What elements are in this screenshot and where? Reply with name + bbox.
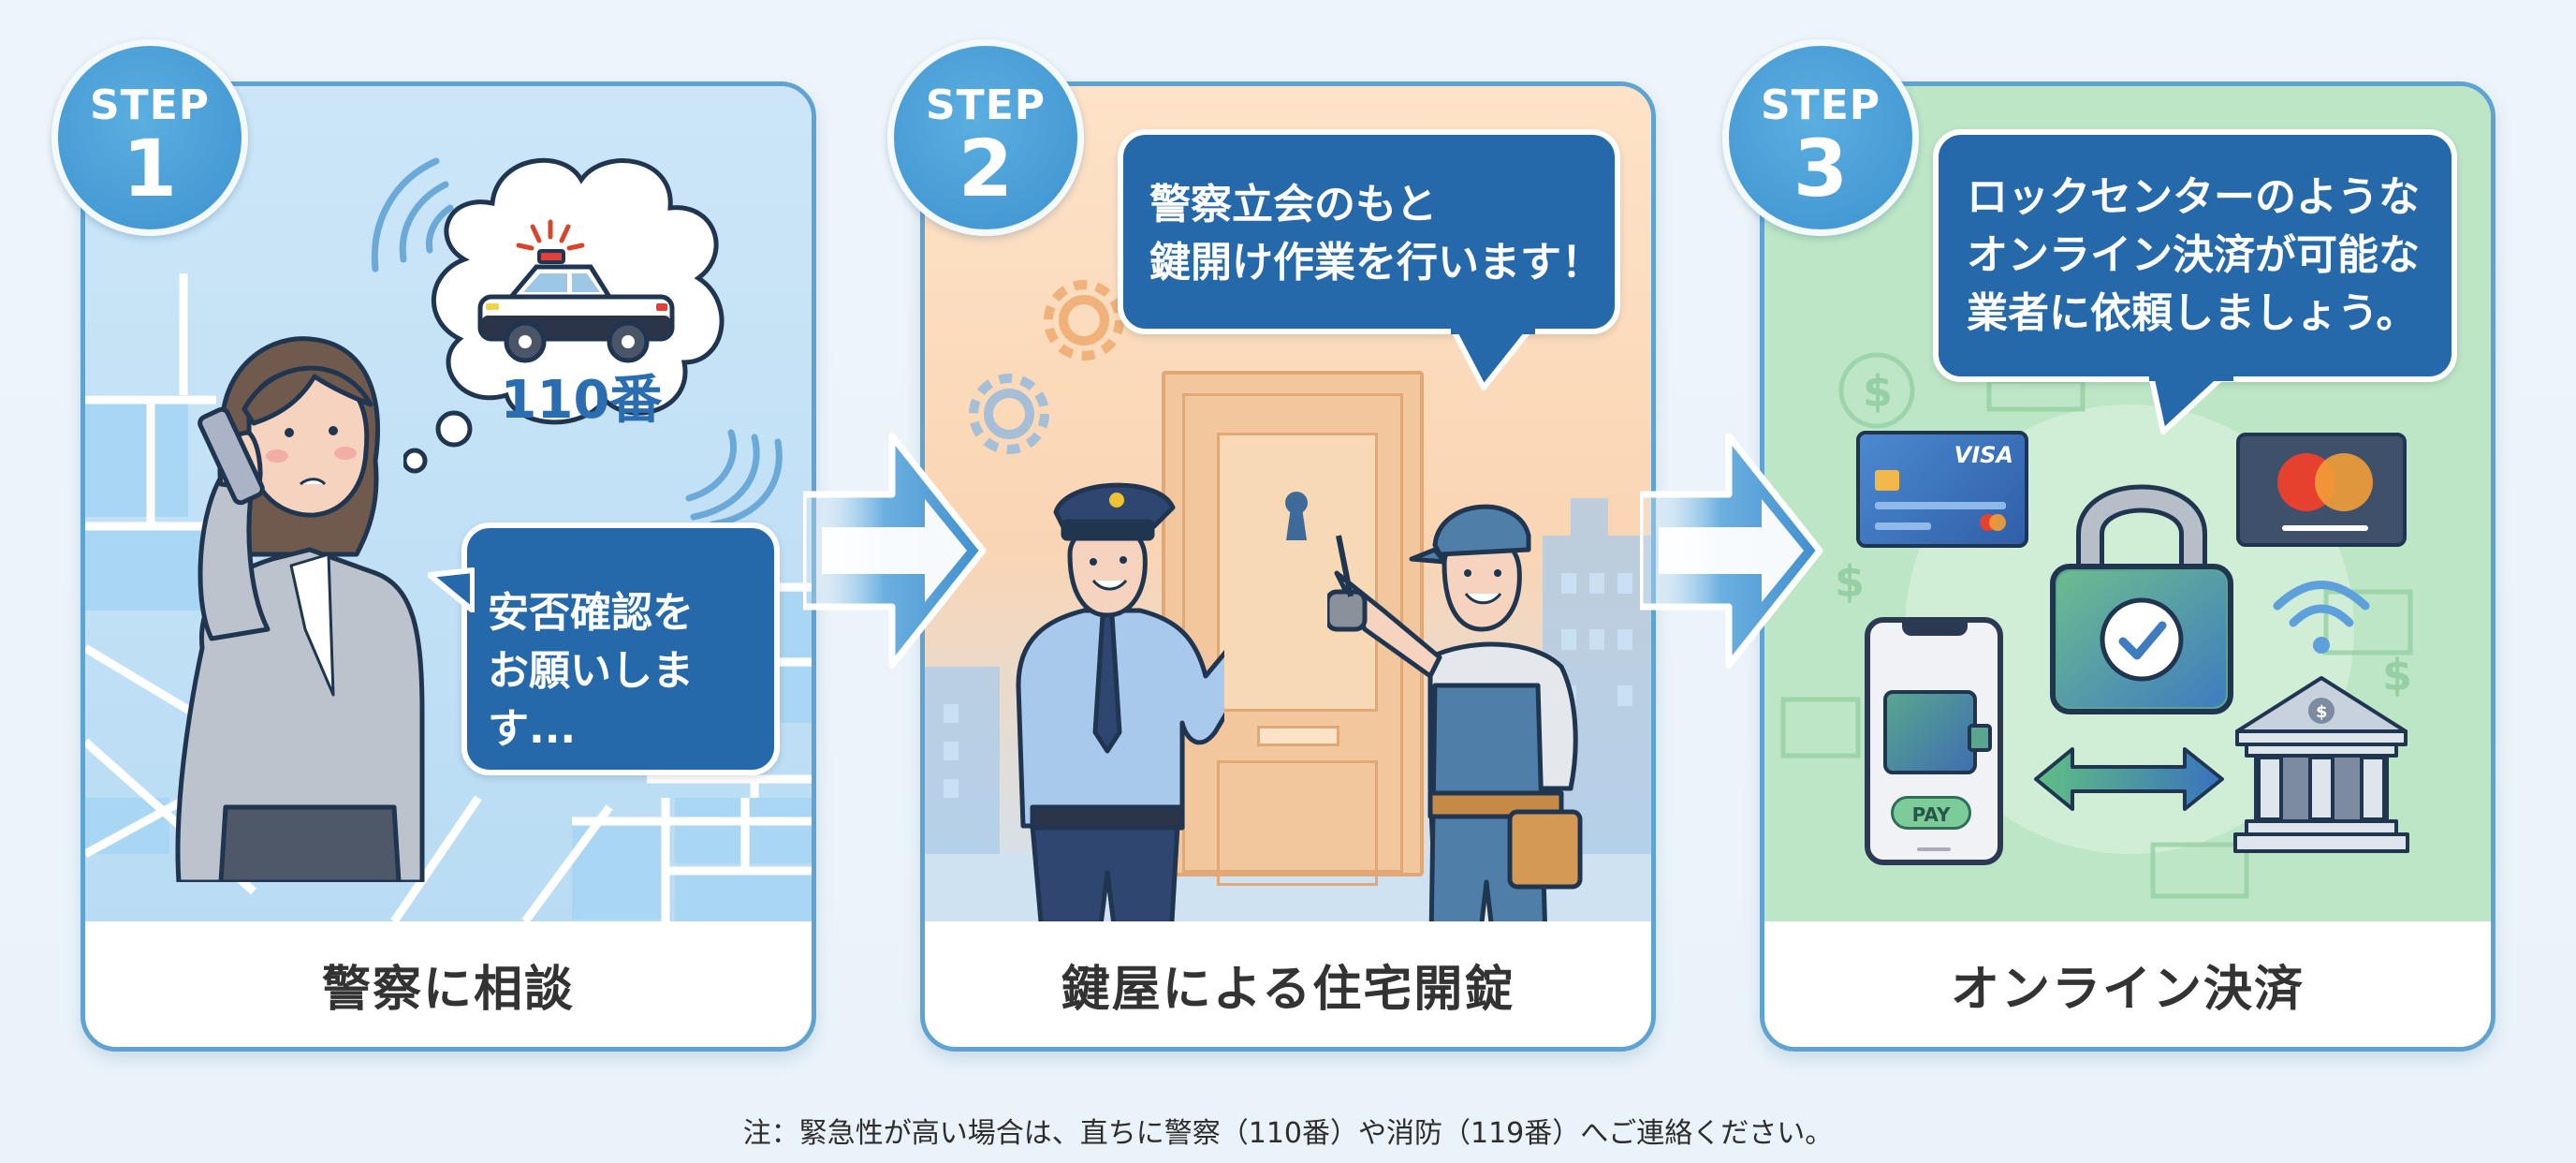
bubble-line: 鍵開け作業を行います！ — [1149, 239, 1603, 287]
step-1-label: 警察に相談 — [321, 961, 575, 1018]
visa-card-icon: VISA — [1856, 431, 2028, 548]
phone-signal-waves-icon — [371, 157, 454, 272]
next-step-arrow-icon-2 — [1640, 433, 1823, 669]
wifi-icon — [2273, 581, 2370, 654]
step-3-label: オンライン決済 — [1950, 961, 2305, 1018]
step-number: 2 — [958, 123, 1014, 214]
speech-bubble-tail — [428, 567, 475, 612]
bubble-line: お願いします... — [488, 647, 694, 753]
step-1-scene: 110番 — [85, 86, 812, 921]
step-1-badge: STEP 1 — [51, 39, 248, 236]
step-2-label: 鍵屋による住宅開錠 — [1061, 961, 1515, 1018]
step-word: STEP — [925, 81, 1046, 129]
next-step-arrow-icon — [803, 433, 987, 669]
bubble-line: 安否確認を — [488, 589, 694, 637]
bubble-line: 警察立会のもと — [1149, 181, 1438, 228]
gear-icon — [1044, 280, 1124, 361]
bubble-line: オンライン決済が可能な — [1967, 231, 2420, 279]
phone-signal-waves-icon-2 — [685, 429, 783, 526]
keyhole-icon — [1285, 492, 1308, 540]
step-1-panel: 110番 — [80, 81, 816, 1052]
step-2-panel: 警察立会のもと 鍵開け作業を行います！ 鍵屋による住宅開錠 — [920, 81, 1656, 1052]
smartphone-wallet-icon: PAY — [1865, 617, 2003, 865]
bubble-line: ロックセンターのような — [1967, 173, 2420, 221]
speech-bubble-tail — [1451, 327, 1535, 390]
svg-text:$: $ — [1835, 556, 1865, 607]
card-brand: VISA — [1954, 442, 2013, 468]
city-map-background — [85, 273, 812, 921]
thought-cloud-text: 110番 — [500, 370, 663, 431]
bubble-line: 業者に依頼しましょう。 — [1967, 289, 2418, 337]
step-2-speech-bubble: 警察立会のもと 鍵開け作業を行います！ — [1118, 129, 1620, 390]
svg-text:$: $ — [1863, 366, 1893, 417]
pay-button: PAY — [1891, 796, 1971, 830]
step-number: 1 — [122, 123, 178, 214]
svg-text:$: $ — [2382, 650, 2412, 700]
double-arrow-icon — [2034, 747, 2224, 811]
bank-icon: $ — [2233, 676, 2409, 853]
step-3-badge: STEP 3 — [1722, 39, 1919, 236]
step-3-speech-bubble: ロックセンターのような オンライン決済が可能な 業者に依頼しましょう。 — [1933, 129, 2457, 434]
padlock-check-icon — [2050, 484, 2233, 714]
dollar-signs-background: $ $ $ — [1780, 352, 2413, 899]
police-officer-illustration — [1016, 482, 1224, 921]
locksmith-illustration — [1327, 504, 1583, 921]
thought-cloud — [403, 157, 724, 474]
gear-icon-2 — [969, 374, 1049, 454]
speech-bubble-tail — [2149, 374, 2233, 434]
woman-on-phone-illustration — [175, 336, 425, 882]
step-3-panel: $ $ $ VISA — [1760, 81, 2496, 1052]
mastercard-icon — [2236, 433, 2407, 547]
step-1-speech-bubble: 安否確認を お願いします... — [428, 523, 780, 775]
step-2-badge: STEP 2 — [887, 39, 1084, 236]
emergency-footnote: 注：緊急性が高い場合は、直ちに警察（110番）や消防（119番）へご連絡ください… — [742, 1117, 1834, 1150]
police-car-icon — [477, 219, 675, 363]
step-number: 3 — [1793, 123, 1849, 214]
step-word: STEP — [89, 81, 210, 129]
step-word: STEP — [1760, 81, 1881, 129]
svg-text:$: $ — [2316, 702, 2328, 722]
